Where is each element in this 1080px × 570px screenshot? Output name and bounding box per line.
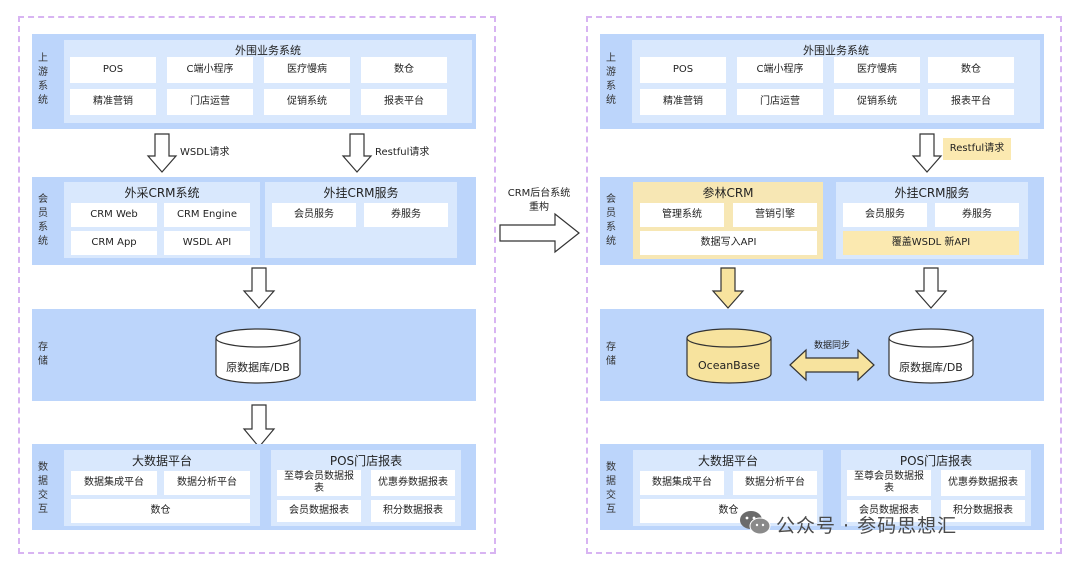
left-ext-title: 外挂CRM服务	[323, 186, 399, 200]
right-crm-title: 参林CRM	[702, 186, 754, 200]
left-down-arrow-storage	[242, 267, 276, 309]
left-data-warehouse: 数仓	[71, 499, 250, 523]
wechat-icon	[740, 511, 771, 535]
right-upstream-item-pos: POS	[640, 57, 726, 83]
left-down-arrow-wsdl	[146, 133, 178, 173]
left-upstream-item-pos: POS	[70, 57, 156, 83]
left-points-report: 积分数据报表	[371, 500, 455, 522]
left-upstream-item-miniapp: C端小程序	[167, 57, 253, 83]
left-vip-report: 至尊会员数据报表	[277, 470, 361, 496]
left-data-integration: 数据集成平台	[71, 471, 157, 495]
left-data-analysis: 数据分析平台	[164, 471, 250, 495]
right-upstream-item-store: 门店运营	[737, 89, 823, 115]
right-bigdata-title: 大数据平台	[697, 454, 758, 468]
right-upstream-item-report: 报表平台	[928, 89, 1014, 115]
right-data-write-api: 数据写入API	[640, 231, 817, 255]
right-data-side-label: 数据交互	[606, 462, 616, 515]
right-member-side-label: 会员系统	[606, 194, 616, 247]
left-upstream-title: 外围业务系统	[235, 44, 301, 57]
left-coupon-service: 券服务	[364, 203, 448, 227]
right-down-arrow-restful	[911, 133, 943, 173]
right-sync-label: 数据同步	[813, 341, 850, 351]
left-crm-engine: CRM Engine	[164, 203, 250, 227]
right-coupon-service: 券服务	[935, 203, 1019, 227]
right-storage-side-label: 存储	[606, 342, 616, 367]
right-upstream-item-marketing: 精准营销	[640, 89, 726, 115]
right-ext-title: 外挂CRM服务	[894, 186, 970, 200]
left-upstream-item-store: 门店运营	[167, 89, 253, 115]
right-oceanbase-cylinder-icon	[686, 328, 772, 384]
right-member-report: 会员数据报表	[847, 500, 931, 522]
right-db-label: 原数据库/DB	[899, 361, 963, 374]
right-pos-title: POS门店报表	[899, 454, 973, 468]
left-member-side-label: 会员系统	[38, 194, 48, 247]
right-wsdl-new-api: 覆盖WSDL 新API	[843, 231, 1019, 255]
left-upstream-side-label: 上游系统	[38, 53, 48, 106]
left-db-label: 原数据库/DB	[226, 361, 290, 374]
right-data-warehouse: 数仓	[640, 499, 817, 523]
right-marketing-engine: 营销引擎	[733, 203, 817, 227]
right-arrow-icon	[499, 212, 580, 254]
left-member-service: 会员服务	[272, 203, 356, 227]
right-diagram-frame	[586, 16, 1062, 554]
sync-double-arrow-icon	[789, 348, 875, 382]
left-restful-label: Restful请求	[375, 147, 430, 158]
left-crm-web: CRM Web	[71, 203, 157, 227]
left-data-side-label: 数据交互	[38, 462, 48, 515]
right-member-service: 会员服务	[843, 203, 927, 227]
right-upstream-item-warehouse: 数仓	[928, 57, 1014, 83]
left-pos-title: POS门店报表	[329, 454, 403, 468]
left-diagram-frame	[18, 16, 496, 554]
left-wsdl-label: WSDL请求	[180, 147, 230, 158]
left-storage-side-label: 存储	[38, 342, 48, 367]
left-bigdata-title: 大数据平台	[131, 454, 192, 468]
left-down-arrow-data	[242, 404, 276, 448]
right-coupon-report: 优惠券数据报表	[941, 470, 1025, 496]
right-oceanbase-label: OceanBase	[698, 359, 760, 372]
right-upstream-side-label: 上游系统	[606, 53, 616, 106]
left-upstream-item-warehouse: 数仓	[361, 57, 447, 83]
right-data-integration: 数据集成平台	[640, 471, 724, 495]
refactor-label-line2: 重构	[529, 202, 549, 213]
left-upstream-item-report: 报表平台	[361, 89, 447, 115]
right-db-cylinder-icon	[888, 328, 974, 384]
left-crm-app: CRM App	[71, 231, 157, 255]
left-upstream-item-promo: 促销系统	[264, 89, 350, 115]
left-member-report: 会员数据报表	[277, 500, 361, 522]
right-points-report: 积分数据报表	[941, 500, 1025, 522]
right-data-analysis: 数据分析平台	[733, 471, 817, 495]
left-db-cylinder-icon	[215, 328, 301, 384]
right-upstream-title: 外围业务系统	[803, 44, 869, 57]
right-vip-report: 至尊会员数据报表	[847, 470, 931, 496]
right-down-arrow-oceanbase	[711, 267, 745, 309]
left-crm-title: 外采CRM系统	[124, 186, 200, 200]
left-coupon-report: 优惠券数据报表	[371, 470, 455, 496]
watermark-text: 公众号 · 参码思想汇	[776, 515, 958, 537]
left-upstream-item-marketing: 精准营销	[70, 89, 156, 115]
refactor-label-line1: CRM后台系统	[507, 188, 571, 199]
right-upstream-item-promo: 促销系统	[834, 89, 920, 115]
left-down-arrow-restful	[341, 133, 373, 173]
left-upstream-item-medical: 医疗慢病	[264, 57, 350, 83]
right-upstream-item-medical: 医疗慢病	[834, 57, 920, 83]
right-upstream-item-miniapp: C端小程序	[737, 57, 823, 83]
right-down-arrow-db	[914, 267, 948, 309]
right-management-system: 管理系统	[640, 203, 724, 227]
left-wsdl-api: WSDL API	[164, 231, 250, 255]
right-restful-label: Restful请求	[943, 138, 1011, 160]
